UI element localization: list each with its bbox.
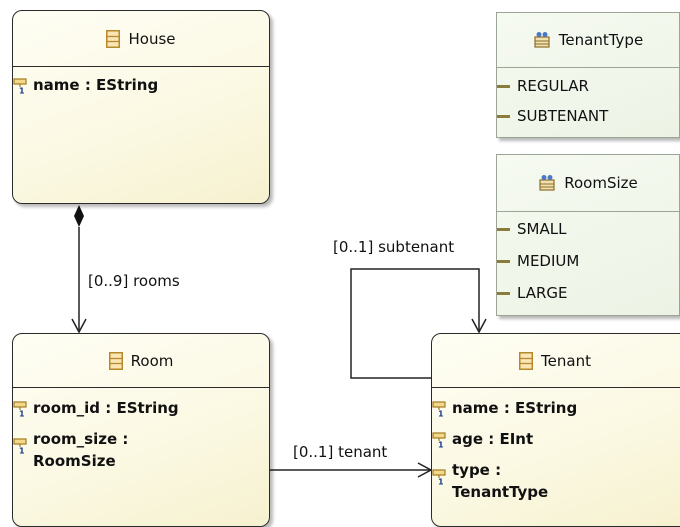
svg-text:1: 1 <box>438 441 444 449</box>
tenant-reference-label[interactable]: [0..1] tenant <box>293 443 388 461</box>
attribute-icon: 1 <box>13 78 27 94</box>
subtenant-reference-label[interactable]: [0..1] subtenant <box>333 238 455 256</box>
svg-text:1: 1 <box>438 478 444 486</box>
class-room[interactable]: Room 1 room_id : EString 1 room_size : R… <box>12 333 270 527</box>
literal-icon <box>497 85 510 88</box>
class-icon <box>519 352 534 370</box>
enum-header: TenantType <box>497 13 679 67</box>
attribute-type[interactable]: 1 type : TenantType <box>432 459 548 503</box>
enumeration-icon <box>534 32 550 48</box>
svg-text:1: 1 <box>19 87 25 95</box>
attribute-name[interactable]: 1 name : EString <box>432 397 577 419</box>
attribute-icon: 1 <box>13 401 27 417</box>
enum-name: RoomSize <box>564 174 638 192</box>
literal-large[interactable]: LARGE <box>497 283 568 303</box>
class-name: Tenant <box>541 352 591 370</box>
class-name: Room <box>130 352 174 370</box>
attribute-room-id[interactable]: 1 room_id : EString <box>13 397 179 419</box>
literal-icon <box>497 228 510 231</box>
literal-regular[interactable]: REGULAR <box>497 76 589 96</box>
composition-diamond <box>74 205 84 227</box>
literal-icon <box>497 292 510 295</box>
class-tenant[interactable]: Tenant 1 name : EString 1 age : EInt 1 t… <box>431 333 680 527</box>
class-house[interactable]: House 1 name : EString <box>12 10 270 204</box>
enum-header: RoomSize <box>497 155 679 211</box>
attribute-age[interactable]: 1 age : EInt <box>432 428 533 450</box>
literal-icon <box>497 115 510 118</box>
enum-tenant-type[interactable]: TenantType REGULAR SUBTENANT <box>496 12 680 138</box>
attribute-room-size[interactable]: 1 room_size : RoomSize <box>13 428 128 472</box>
svg-text:1: 1 <box>19 447 25 455</box>
literal-medium[interactable]: MEDIUM <box>497 251 579 271</box>
attribute-icon: 1 <box>13 438 27 454</box>
class-icon <box>106 30 121 48</box>
subtenant-arrowhead <box>471 318 487 334</box>
attribute-name[interactable]: 1 name : EString <box>13 74 158 96</box>
class-header: Tenant <box>432 334 680 388</box>
attribute-icon: 1 <box>432 469 446 485</box>
enum-name: TenantType <box>558 31 644 49</box>
literal-icon <box>497 260 510 263</box>
enum-room-size[interactable]: RoomSize SMALL MEDIUM LARGE <box>496 154 680 316</box>
class-name: House <box>128 30 176 48</box>
class-icon <box>108 352 123 370</box>
literal-subtenant[interactable]: SUBTENANT <box>497 106 608 126</box>
enumeration-icon <box>539 175 555 191</box>
literal-small[interactable]: SMALL <box>497 219 566 239</box>
attribute-icon: 1 <box>432 401 446 417</box>
class-header: House <box>13 11 269 67</box>
class-header: Room <box>13 334 269 388</box>
rooms-reference-label[interactable]: [0..9] rooms <box>88 272 180 290</box>
rooms-arrowhead <box>71 318 87 334</box>
svg-text:1: 1 <box>438 410 444 418</box>
attribute-icon: 1 <box>432 432 446 448</box>
svg-text:1: 1 <box>19 410 25 418</box>
subtenant-reference-line <box>350 268 480 379</box>
